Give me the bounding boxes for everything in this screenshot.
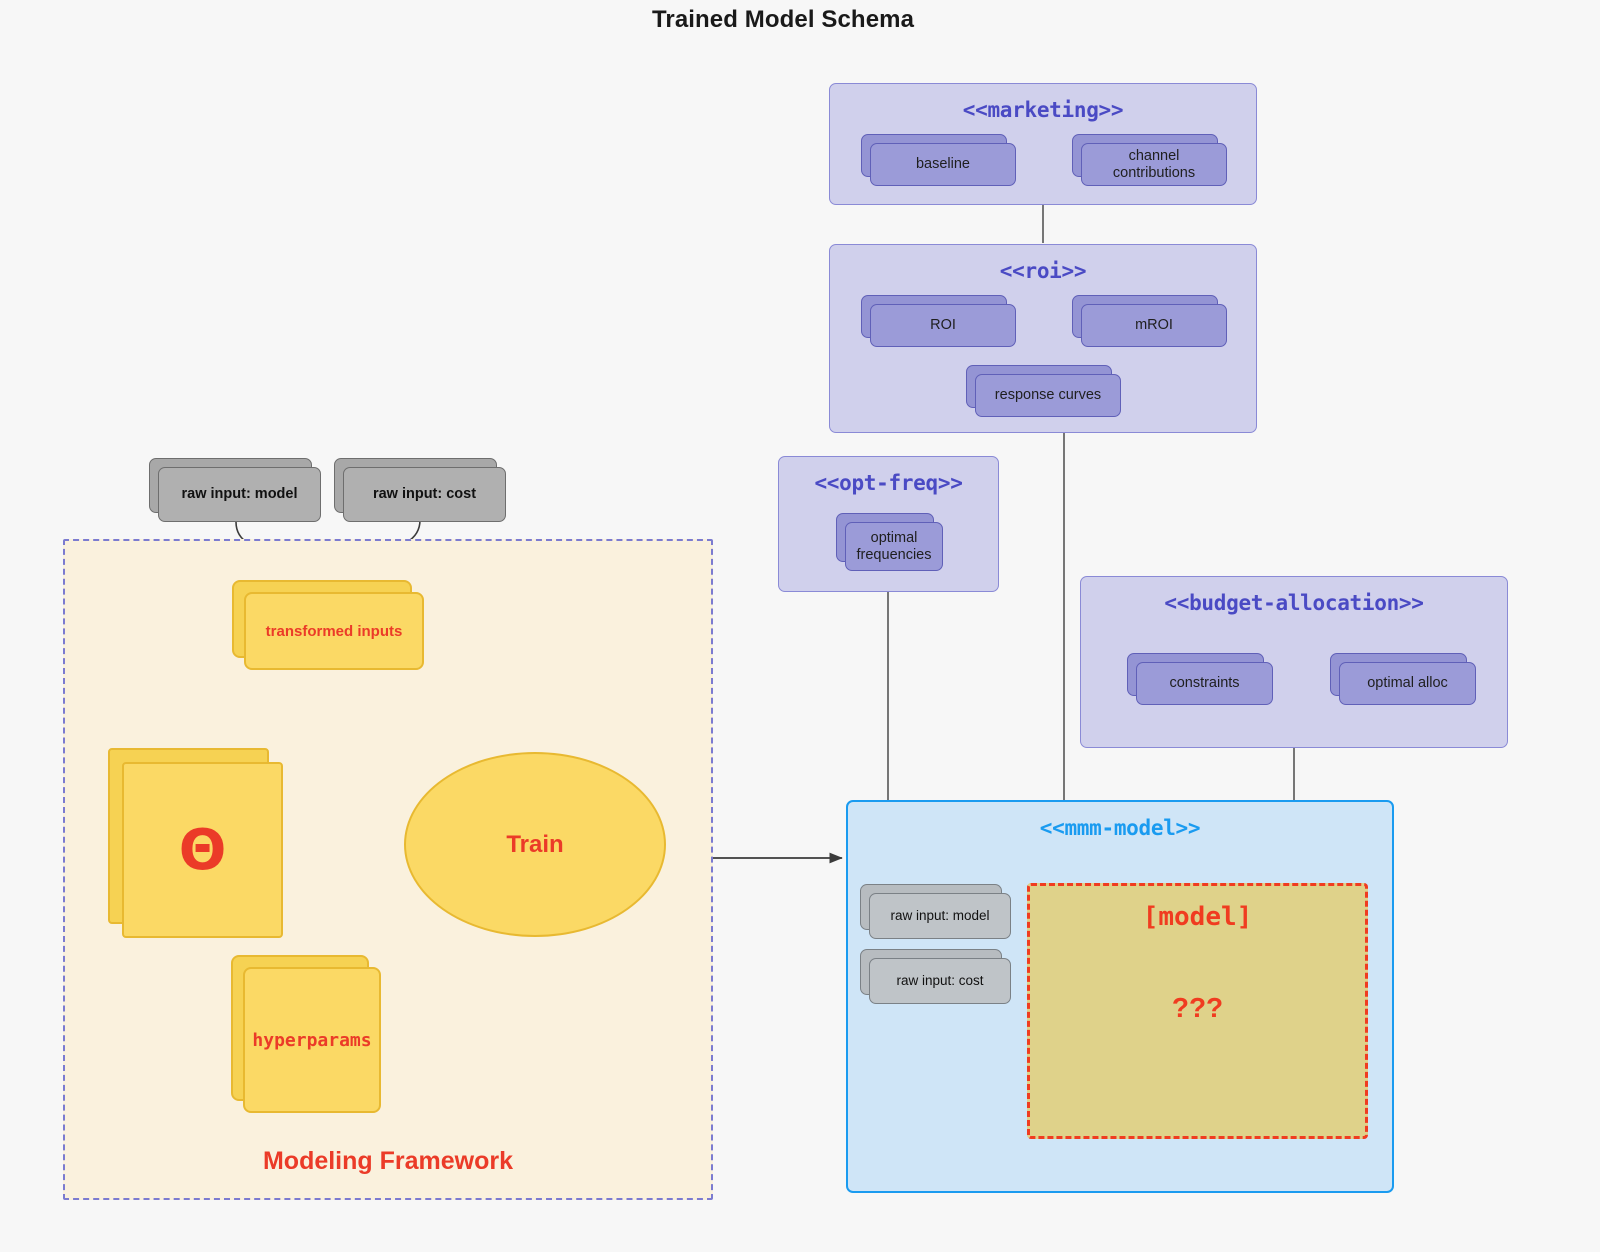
transformed-inputs-label: transformed inputs	[244, 592, 424, 670]
node-mroi-label: mROI	[1081, 304, 1227, 347]
raw-input-model-label: raw input: model	[158, 467, 321, 522]
package-roi-title: <<roi>>	[999, 259, 1087, 283]
model-placeholder-title: [model]	[1142, 902, 1253, 932]
node-roi[interactable]: ROI	[861, 295, 1016, 347]
node-optimal-alloc-label: optimal alloc	[1339, 662, 1476, 705]
node-constraints[interactable]: constraints	[1127, 653, 1273, 705]
node-optimal-alloc[interactable]: optimal alloc	[1330, 653, 1476, 705]
raw-input-cost-node[interactable]: raw input: cost	[334, 458, 506, 522]
node-roi-label: ROI	[870, 304, 1016, 347]
node-mroi[interactable]: mROI	[1072, 295, 1227, 347]
modeling-framework-label: Modeling Framework	[262, 1147, 514, 1175]
theta-node[interactable]: Θ	[108, 748, 283, 938]
hyperparams-label: hyperparams	[243, 967, 381, 1113]
node-response-curves[interactable]: response curves	[966, 365, 1121, 417]
mmm-raw-input-cost-node[interactable]: raw input: cost	[860, 949, 1011, 1004]
page-title: Trained Model Schema	[651, 6, 915, 33]
package-opt-freq-title: <<opt-freq>>	[814, 471, 963, 495]
train-label: Train	[506, 830, 564, 858]
hyperparams-node[interactable]: hyperparams	[231, 955, 381, 1113]
mmm-raw-input-cost-label: raw input: cost	[869, 958, 1011, 1004]
node-channel-contributions[interactable]: channel contributions	[1072, 134, 1227, 186]
node-optimal-frequencies[interactable]: optimal frequencies	[836, 513, 943, 571]
raw-input-model-node[interactable]: raw input: model	[149, 458, 321, 522]
train-process-node[interactable]: Train	[404, 752, 666, 937]
transformed-inputs-node[interactable]: transformed inputs	[232, 580, 424, 670]
model-placeholder-region[interactable]: [model] ???	[1027, 883, 1368, 1139]
node-response-curves-label: response curves	[975, 374, 1121, 417]
node-constraints-label: constraints	[1136, 662, 1273, 705]
model-placeholder-question: ???	[1171, 992, 1224, 1023]
raw-input-cost-label: raw input: cost	[343, 467, 506, 522]
package-mmm-model-title: <<mmm-model>>	[1039, 816, 1201, 840]
node-optimal-frequencies-label: optimal frequencies	[845, 522, 943, 571]
node-channel-contributions-label: channel contributions	[1081, 143, 1227, 186]
node-baseline-label: baseline	[870, 143, 1016, 186]
mmm-raw-input-model-label: raw input: model	[869, 893, 1011, 939]
node-baseline[interactable]: baseline	[861, 134, 1016, 186]
package-budget-allocation-title: <<budget-allocation>>	[1164, 591, 1424, 615]
theta-label: Θ	[122, 762, 283, 938]
package-marketing-title: <<marketing>>	[962, 98, 1124, 122]
mmm-raw-input-model-node[interactable]: raw input: model	[860, 884, 1011, 939]
